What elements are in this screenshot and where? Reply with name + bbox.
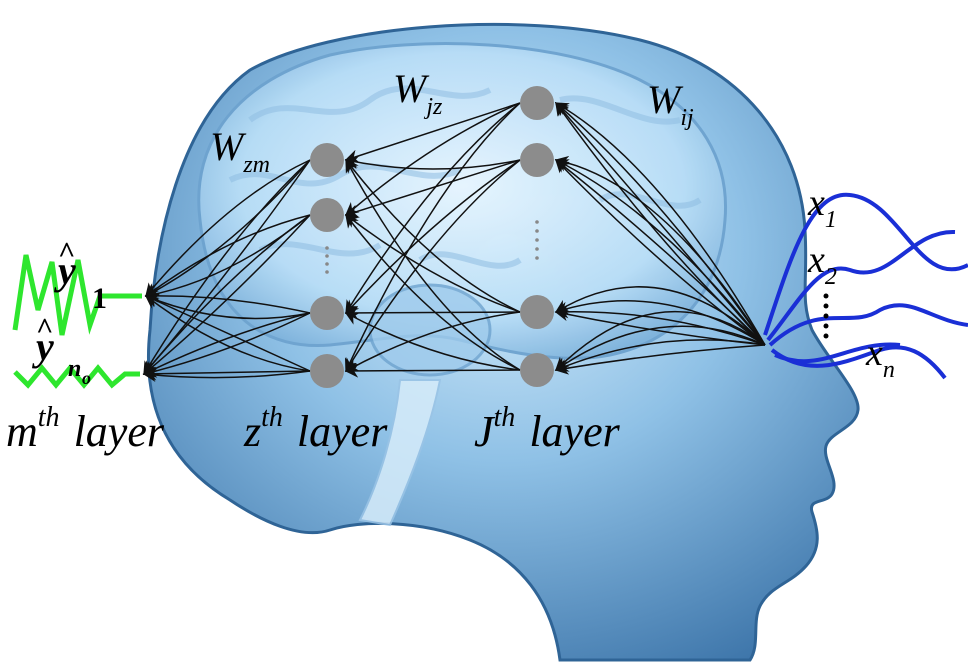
svg-text:y: y bbox=[32, 324, 54, 369]
brain-folds bbox=[228, 85, 702, 269]
connection-j-to-z bbox=[344, 311, 521, 372]
connection-input-to-j bbox=[554, 339, 766, 372]
connection-lines bbox=[142, 101, 766, 382]
j-layer-node bbox=[520, 295, 554, 329]
network-nodes bbox=[310, 86, 554, 388]
connection-input-to-j bbox=[554, 300, 766, 346]
connection-input-to-j bbox=[554, 344, 766, 375]
output-signal-y1 bbox=[12, 254, 142, 336]
z-layer-node bbox=[310, 198, 344, 232]
connection-z-to-m bbox=[142, 368, 311, 382]
output-signal-yno bbox=[13, 364, 140, 389]
brain-shape bbox=[197, 42, 728, 360]
connection-z-to-m bbox=[144, 289, 311, 314]
output-signals bbox=[12, 254, 142, 389]
j-layer-node bbox=[520, 143, 554, 177]
connection-z-to-m bbox=[142, 367, 311, 381]
z-layer-node bbox=[310, 354, 344, 388]
connection-input-to-j bbox=[554, 102, 766, 346]
hat-mark-y1: ^ bbox=[58, 236, 75, 269]
output-label-y1: y ^ 1 bbox=[54, 236, 107, 315]
connection-input-to-j bbox=[554, 159, 766, 346]
connection-z-to-m bbox=[144, 159, 311, 297]
connection-z-to-m bbox=[143, 159, 311, 376]
j-layer-node bbox=[520, 353, 554, 387]
weight-label-wjz: Wjz bbox=[393, 66, 443, 120]
output-label-yno: y ^ n o bbox=[32, 312, 91, 388]
connection-j-to-z bbox=[345, 159, 521, 314]
brainstem bbox=[358, 379, 442, 527]
connection-input-to-j bbox=[554, 159, 766, 346]
connection-j-to-z bbox=[345, 159, 521, 373]
connection-input-to-j bbox=[554, 304, 766, 346]
input-ellipsis bbox=[823, 293, 829, 339]
z-layer-node bbox=[310, 296, 344, 330]
connection-j-to-z bbox=[344, 102, 521, 163]
svg-text:o: o bbox=[82, 368, 91, 388]
connection-z-to-m bbox=[142, 312, 311, 378]
connection-input-to-j bbox=[555, 159, 766, 346]
input-label-xn: xn bbox=[865, 332, 895, 383]
connection-input-to-j bbox=[554, 155, 766, 346]
connection-j-to-z bbox=[344, 214, 521, 313]
connection-input-to-j bbox=[555, 101, 766, 346]
cerebellum bbox=[368, 283, 492, 377]
weight-label-wij: Wij bbox=[647, 77, 694, 131]
connection-j-to-z bbox=[345, 102, 521, 315]
connection-z-to-m bbox=[144, 294, 311, 320]
layer-ellipses bbox=[325, 220, 539, 274]
input-label-x1: x1 bbox=[807, 182, 837, 233]
connection-j-to-z bbox=[344, 306, 521, 320]
connection-j-to-z bbox=[344, 159, 521, 218]
connection-j-to-z bbox=[345, 158, 521, 371]
input-label-x2: x2 bbox=[807, 239, 837, 290]
z-layer-node bbox=[310, 143, 344, 177]
connection-z-to-m bbox=[143, 214, 311, 376]
connection-j-to-z bbox=[345, 158, 521, 313]
connection-z-to-m bbox=[144, 214, 311, 297]
connection-j-to-z bbox=[344, 364, 521, 378]
connection-input-to-j bbox=[554, 286, 766, 346]
svg-text:n: n bbox=[68, 356, 81, 382]
j-layer-node bbox=[520, 86, 554, 120]
hat-mark-yno: ^ bbox=[36, 312, 53, 345]
connection-input-to-j bbox=[555, 310, 766, 371]
input-signals bbox=[763, 192, 968, 380]
connection-z-to-m bbox=[144, 294, 311, 372]
connection-j-to-z bbox=[344, 312, 521, 371]
svg-text:y: y bbox=[54, 248, 76, 293]
connection-j-to-z bbox=[344, 155, 521, 170]
connection-input-to-j bbox=[554, 102, 766, 346]
connection-j-to-z bbox=[345, 213, 521, 371]
connection-z-to-m bbox=[144, 295, 311, 372]
connection-z-to-m bbox=[142, 312, 311, 375]
weight-label-wzm: Wzm bbox=[210, 124, 270, 178]
connection-z-to-m bbox=[145, 159, 311, 298]
connection-input-to-j bbox=[554, 325, 766, 371]
svg-text:1: 1 bbox=[92, 282, 107, 315]
